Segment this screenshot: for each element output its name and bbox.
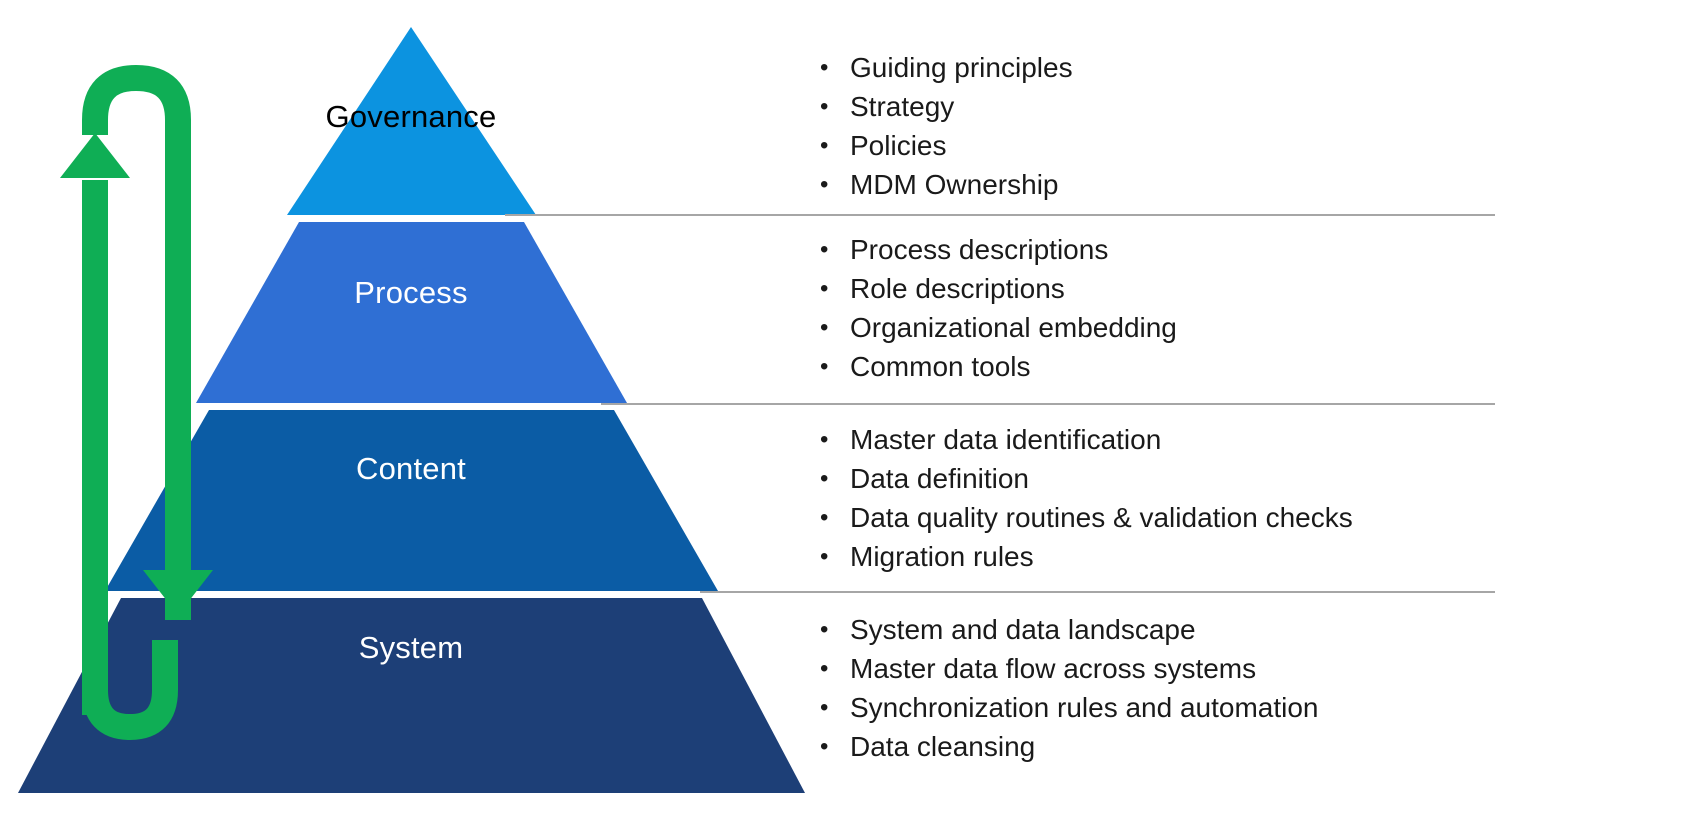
bullets-governance: • Guiding principles • Strategy • Polici… bbox=[820, 48, 1073, 204]
list-item: • Process descriptions bbox=[820, 230, 1177, 269]
list-item-label: System and data landscape bbox=[850, 614, 1196, 645]
bullet-icon: • bbox=[820, 54, 829, 81]
list-item: • Common tools bbox=[820, 347, 1177, 386]
bullet-icon: • bbox=[820, 171, 829, 198]
list-item: • MDM Ownership bbox=[820, 165, 1073, 204]
list-item-label: Data definition bbox=[850, 463, 1030, 494]
bullet-icon: • bbox=[820, 504, 829, 531]
list-item-label: Master data flow across systems bbox=[850, 653, 1257, 684]
pyramid-tier-governance bbox=[287, 27, 536, 215]
bullet-icon: • bbox=[820, 426, 829, 453]
list-item-label: Process descriptions bbox=[850, 234, 1109, 265]
bullets-system: • System and data landscape • Master dat… bbox=[820, 610, 1319, 766]
list-item-label: Policies bbox=[850, 130, 947, 161]
list-item-label: Master data identification bbox=[850, 424, 1162, 455]
bullets-process: • Process descriptions • Role descriptio… bbox=[820, 230, 1177, 386]
list-item: • Guiding principles bbox=[820, 48, 1073, 87]
list-item: • Policies bbox=[820, 126, 1073, 165]
bullet-icon: • bbox=[820, 655, 829, 682]
bullet-icon: • bbox=[820, 465, 829, 492]
list-item: • Migration rules bbox=[820, 537, 1353, 576]
list-item-label: Strategy bbox=[850, 91, 955, 122]
list-item-label: Role descriptions bbox=[850, 273, 1065, 304]
list-item-label: Guiding principles bbox=[850, 52, 1073, 83]
bullet-icon: • bbox=[820, 694, 829, 721]
list-item: • Master data identification bbox=[820, 420, 1353, 459]
divider-content-system bbox=[700, 591, 1495, 593]
bullet-icon: • bbox=[820, 733, 829, 760]
bullet-icon: • bbox=[820, 236, 829, 263]
pyramid-tier-system bbox=[18, 598, 805, 793]
arrow-head-up bbox=[60, 133, 130, 178]
list-item: • Data quality routines & validation che… bbox=[820, 498, 1353, 537]
bullet-icon: • bbox=[820, 353, 829, 380]
list-item: • System and data landscape bbox=[820, 610, 1319, 649]
bullet-icon: • bbox=[820, 275, 829, 302]
list-item-label: Data cleansing bbox=[850, 731, 1036, 762]
list-item: • Strategy bbox=[820, 87, 1073, 126]
pyramid-tier-content bbox=[105, 410, 718, 591]
bullet-icon: • bbox=[820, 132, 829, 159]
list-item: • Organizational embedding bbox=[820, 308, 1177, 347]
list-item-label: Data quality routines & validation check… bbox=[850, 502, 1353, 533]
bullet-icon: • bbox=[820, 93, 829, 120]
list-item-label: Common tools bbox=[850, 351, 1031, 382]
bullet-icon: • bbox=[820, 616, 829, 643]
bullet-icon: • bbox=[820, 543, 829, 570]
list-item-label: Organizational embedding bbox=[850, 312, 1177, 343]
feedback-loop-arrow bbox=[60, 64, 213, 741]
list-item: • Master data flow across systems bbox=[820, 649, 1319, 688]
bullets-content: • Master data identification • Data defi… bbox=[820, 420, 1353, 576]
list-item-label: MDM Ownership bbox=[850, 169, 1059, 200]
bullet-icon: • bbox=[820, 314, 829, 341]
pyramid-tier-process bbox=[196, 222, 627, 403]
divider-process-content bbox=[601, 403, 1495, 405]
arrow-head-down bbox=[143, 570, 213, 615]
list-item: • Data cleansing bbox=[820, 727, 1319, 766]
list-item-label: Migration rules bbox=[850, 541, 1034, 572]
divider-governance-process bbox=[505, 214, 1495, 216]
list-item-label: Synchronization rules and automation bbox=[850, 692, 1319, 723]
list-item: • Synchronization rules and automation bbox=[820, 688, 1319, 727]
list-item: • Role descriptions bbox=[820, 269, 1177, 308]
list-item: • Data definition bbox=[820, 459, 1353, 498]
